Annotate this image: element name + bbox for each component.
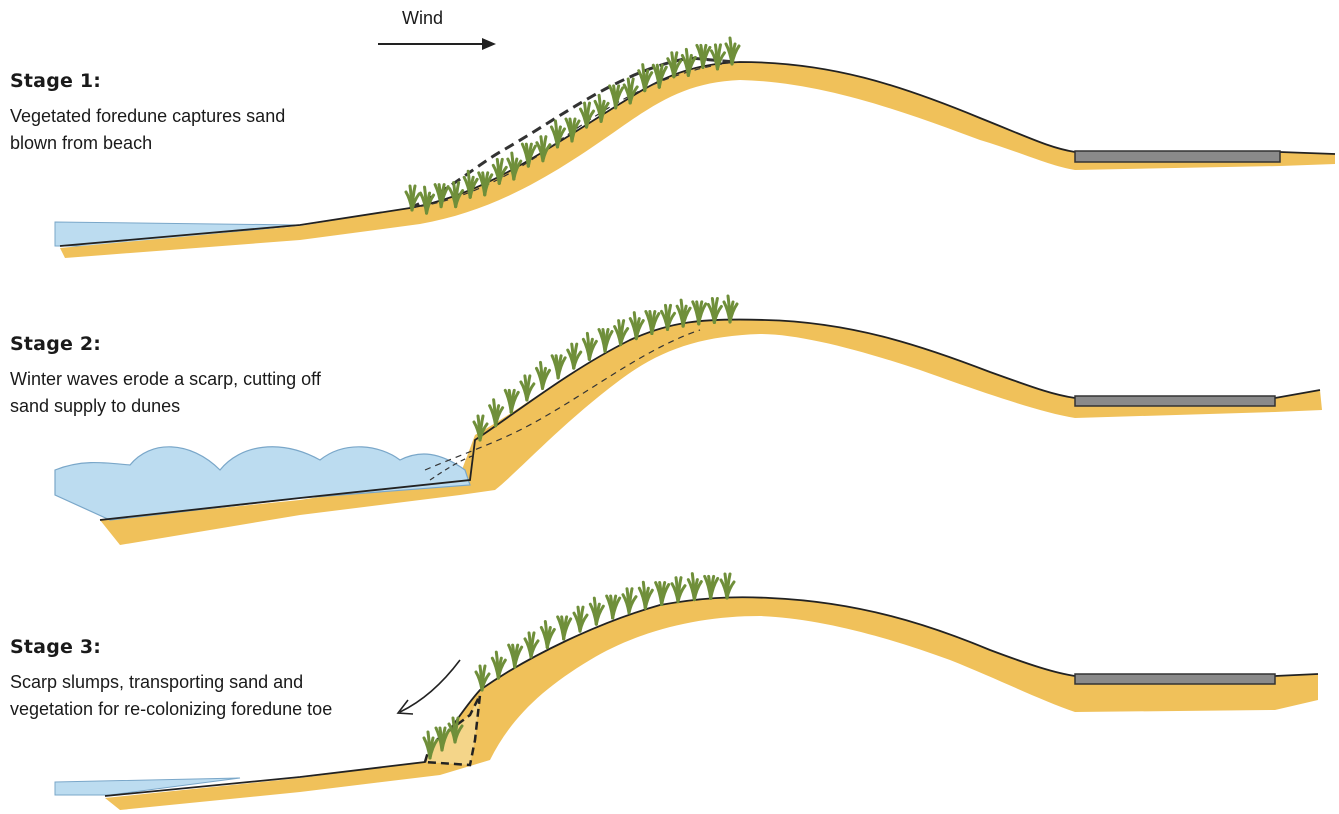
stage-2-sand (100, 320, 1322, 545)
stage-3-description-line-1: Scarp slumps, transporting sand and (10, 669, 332, 696)
stage-2-description-line-1: Winter waves erode a scarp, cutting off (10, 366, 321, 393)
stage-2-description-line-2: sand supply to dunes (10, 393, 321, 420)
stage-3-description: Scarp slumps, transporting sand and vege… (10, 669, 332, 723)
stage-3-road (1075, 674, 1275, 684)
stage-1-title: Stage 1: (10, 70, 101, 92)
stage-3-description-line-2: vegetation for re-colonizing foredune to… (10, 696, 332, 723)
stage-1-road (1075, 151, 1280, 162)
stage-1-description-line-1: Vegetated foredune captures sand (10, 103, 285, 130)
slump-arrow (398, 660, 460, 714)
stage-2-road (1075, 396, 1275, 406)
wind-label: Wind (402, 8, 443, 29)
stage-1-vegetation (406, 38, 739, 213)
stage-1-description: Vegetated foredune captures sand blown f… (10, 103, 285, 157)
wind-arrow (378, 38, 496, 50)
stage-2-profile (55, 296, 1322, 545)
stage-1-description-line-2: blown from beach (10, 130, 285, 157)
stage-2-title: Stage 2: (10, 333, 101, 355)
stage-2-description: Winter waves erode a scarp, cutting off … (10, 366, 321, 420)
stage-3-title: Stage 3: (10, 636, 101, 658)
